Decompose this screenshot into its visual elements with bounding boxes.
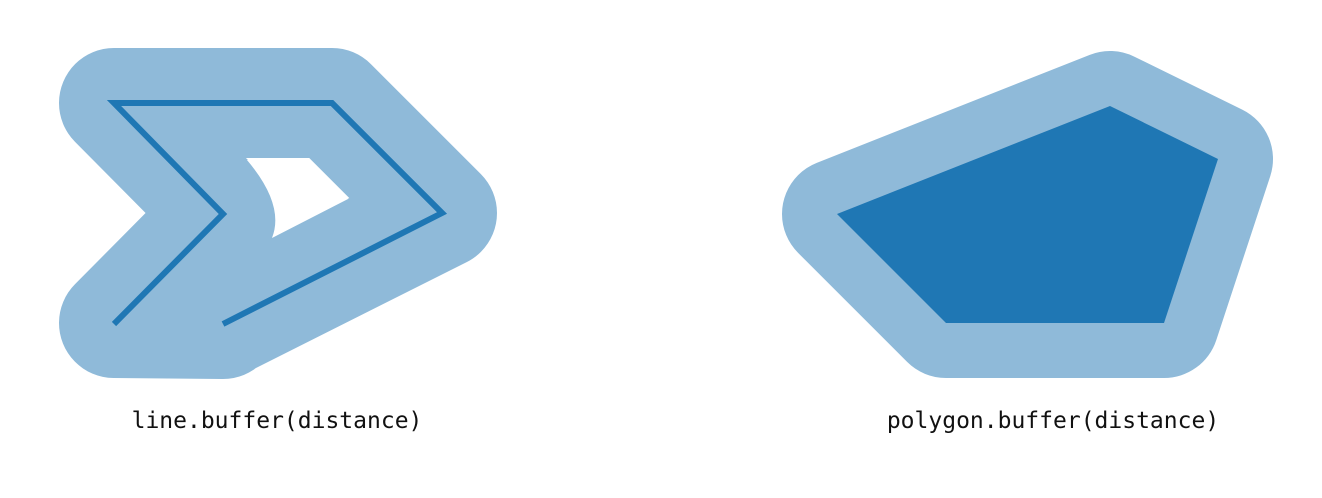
line-buffer-panel (59, 48, 497, 379)
line-buffer-caption: line.buffer(distance) (131, 408, 423, 434)
polygon-buffer-caption: polygon.buffer(distance) (886, 408, 1220, 434)
source-line (106, 100, 448, 327)
source-polygon (837, 106, 1218, 323)
buffer-hole (247, 160, 348, 238)
polygon-buffer-panel (782, 51, 1273, 378)
